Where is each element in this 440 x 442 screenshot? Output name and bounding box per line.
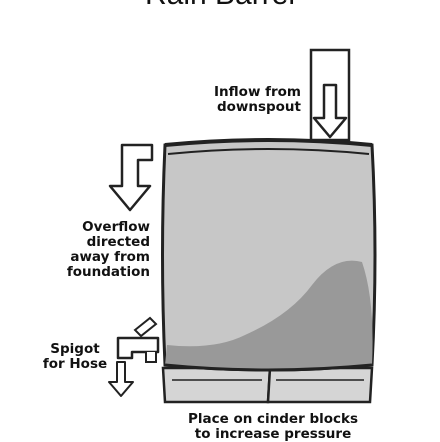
- inflow-label: Inflow from downspout: [214, 84, 301, 115]
- barrel: [161, 138, 377, 372]
- overflow-arrow-icon: [108, 143, 154, 212]
- cinder-blocks: [161, 366, 374, 404]
- cinder-block-left: [161, 366, 272, 404]
- water-level: [165, 260, 373, 370]
- inflow-arrow-icon: [312, 83, 348, 139]
- diagram-title: Rain Barrel: [0, 0, 440, 12]
- barrel-rim: [164, 138, 373, 147]
- overflow-label: Overflow directed away from foundation: [66, 219, 150, 280]
- spigot-label: Spigot for Hose: [42, 341, 108, 372]
- spigot-icon: [116, 316, 160, 363]
- cinder-blocks-label: Place on cinder blocks to increase press…: [187, 411, 359, 442]
- hose-arrow-icon: [108, 361, 134, 397]
- cinder-block-right: [266, 366, 374, 404]
